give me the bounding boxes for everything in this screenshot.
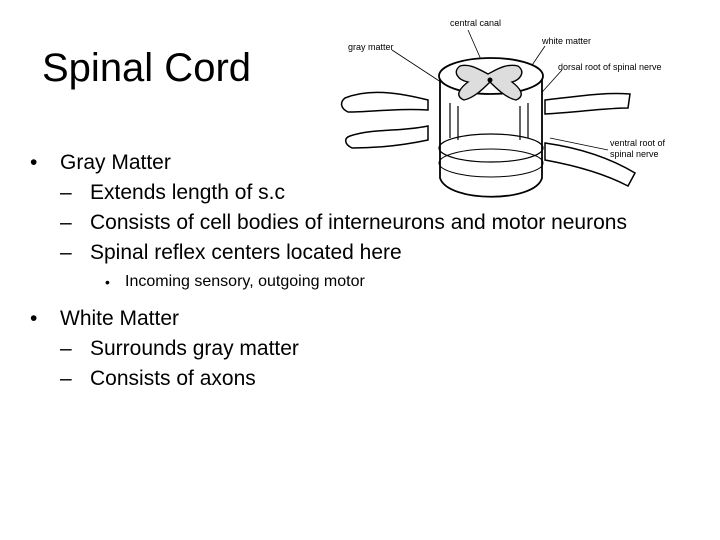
- label-gray-matter: gray matter: [348, 42, 394, 52]
- label-central-canal: central canal: [450, 18, 501, 28]
- sub-bullet: – Spinal reflex centers located here: [30, 238, 690, 268]
- dash-marker: –: [60, 367, 72, 390]
- sub-bullet-text: Consists of axons: [90, 367, 256, 390]
- spinal-cord-diagram: central canal gray matter white matter d…: [340, 18, 666, 198]
- dash-marker: –: [60, 181, 72, 204]
- bullet-marker: •: [30, 151, 38, 174]
- sub-bullet-text: Spinal reflex centers located here: [90, 241, 402, 264]
- label-white-matter: white matter: [541, 36, 591, 46]
- slide-body: • Gray Matter – Extends length of s.c – …: [30, 148, 690, 394]
- sub-bullet-text: Consists of cell bodies of interneurons …: [90, 211, 627, 234]
- sub-bullet: – Extends length of s.c: [30, 178, 690, 208]
- dash-marker: –: [60, 211, 72, 234]
- bullet-marker: •: [105, 274, 110, 290]
- dash-marker: –: [60, 337, 72, 360]
- sub-bullet: – Consists of axons: [30, 364, 690, 394]
- label-dorsal-root: dorsal root of spinal nerve: [558, 62, 662, 72]
- sub-sub-bullet: • Incoming sensory, outgoing motor: [30, 268, 690, 296]
- sub-sub-bullet-text: Incoming sensory, outgoing motor: [125, 273, 365, 290]
- sub-bullet-text: Surrounds gray matter: [90, 337, 299, 360]
- bullet-gray-matter: • Gray Matter: [30, 148, 690, 178]
- dash-marker: –: [60, 241, 72, 264]
- sub-bullet: – Surrounds gray matter: [30, 334, 690, 364]
- bullet-white-matter: • White Matter: [30, 304, 690, 334]
- bullet-text: White Matter: [60, 307, 180, 330]
- bullet-marker: •: [30, 307, 38, 330]
- sub-bullet: – Consists of cell bodies of interneuron…: [30, 208, 690, 238]
- label-ventral-root-2: spinal nerve: [610, 149, 659, 159]
- bullet-text: Gray Matter: [60, 151, 171, 174]
- label-ventral-root-1: ventral root of: [610, 138, 666, 148]
- slide-title: Spinal Cord: [42, 46, 252, 90]
- sub-bullet-text: Extends length of s.c: [90, 181, 285, 204]
